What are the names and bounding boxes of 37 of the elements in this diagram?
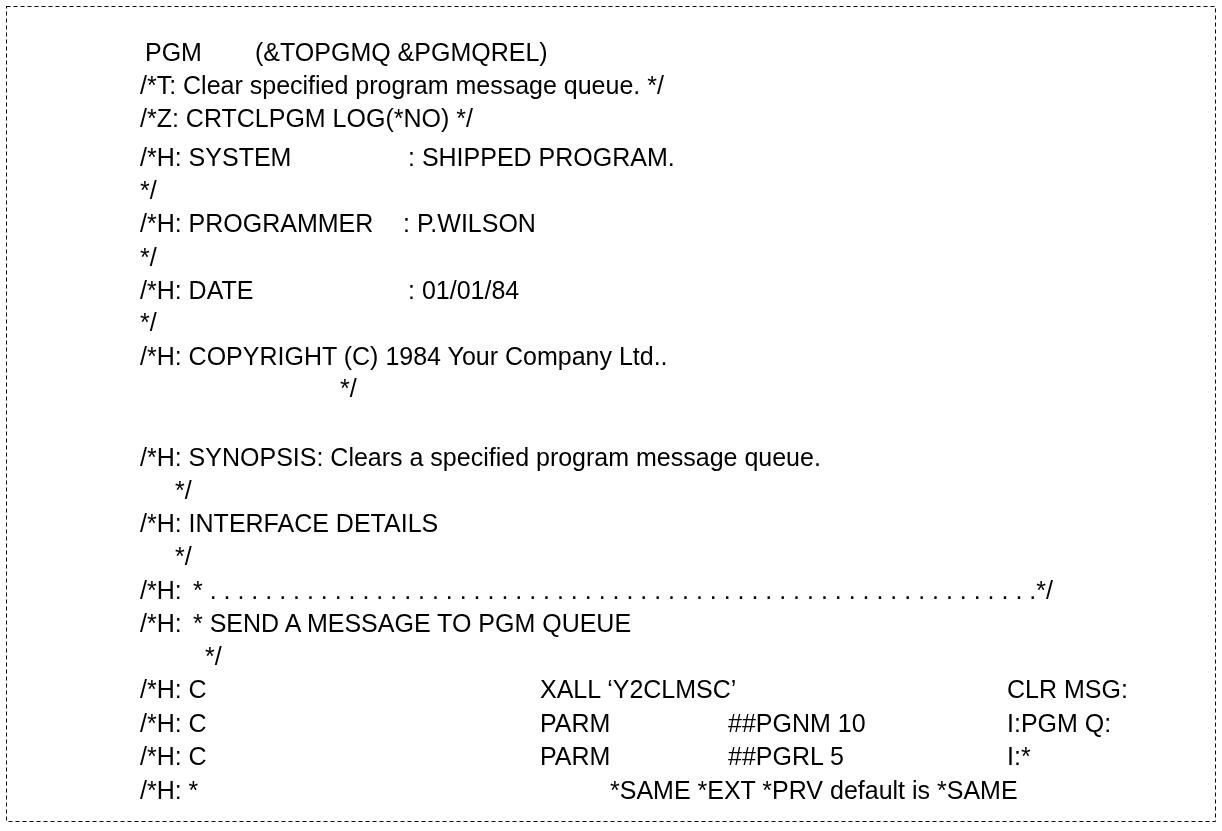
code-line: */	[205, 641, 222, 671]
code-line: /*H: SYSTEM	[140, 142, 292, 172]
code-line: ##PGNM 10	[728, 708, 866, 738]
code-line: /*H: DATE	[140, 275, 254, 305]
code-line: /*T: Clear specified program message queue. */	[140, 70, 664, 100]
code-line: (&TOPGMQ &PGMQREL)	[255, 37, 548, 67]
code-line: /*H: C	[140, 708, 207, 738]
code-line: */	[140, 307, 157, 337]
code-line: CLR MSG:	[1007, 674, 1128, 704]
code-line: : P.WILSON	[403, 208, 536, 238]
code-line: : 01/01/84	[408, 275, 520, 305]
code-line: * . . . . . . . . . . . . . . . . . . . . . . . . . . . . . . . . . . . . . . . . . . . . . . . . . . . . . . . . . . . .*/	[193, 575, 1053, 605]
code-line: /*H:	[140, 575, 182, 605]
code-line: */	[140, 175, 157, 205]
code-line: ##PGRL 5	[728, 741, 844, 771]
code-line: PARM	[540, 708, 611, 738]
code-line: I:PGM Q:	[1007, 708, 1112, 738]
code-line: /*H:	[140, 608, 182, 638]
code-line: /*H: COPYRIGHT (C) 1984 Your Company Ltd..	[140, 341, 668, 371]
code-line: I:*	[1007, 741, 1031, 771]
code-line: */	[175, 541, 192, 571]
code-line: *SAME *EXT *PRV default is *SAME	[610, 775, 1018, 805]
code-line: PGM	[145, 37, 202, 67]
code-line: */	[140, 242, 157, 272]
code-line: /*H: *	[140, 775, 199, 805]
code-line: /*H: PROGRAMMER	[140, 208, 374, 238]
code-line: /*H: SYNOPSIS: Clears a specified program message queue.	[140, 442, 821, 472]
code-line: * SEND A MESSAGE TO PGM QUEUE	[193, 608, 632, 638]
code-line: /*H: C	[140, 674, 207, 704]
code-line: */	[175, 475, 192, 505]
code-line: /*H: C	[140, 741, 207, 771]
code-line: : SHIPPED PROGRAM.	[408, 142, 675, 172]
code-line: */	[340, 373, 357, 403]
code-line: PARM	[540, 741, 611, 771]
code-line: /*H: INTERFACE DETAILS	[140, 508, 439, 538]
code-line: XALL ‘Y2CLMSC’	[540, 674, 737, 704]
code-line: /*Z: CRTCLPGM LOG(*NO) */	[140, 103, 473, 133]
